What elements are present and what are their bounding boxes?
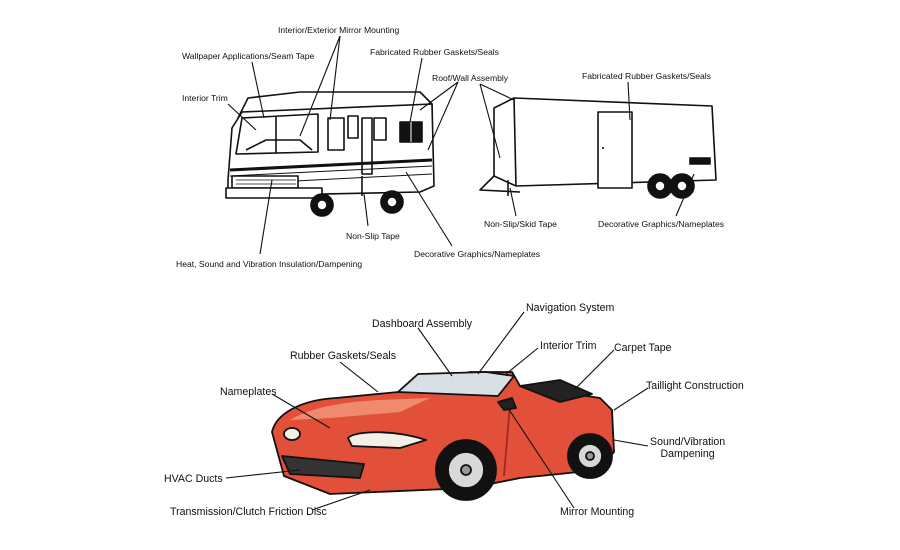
label-rv-mirror-mounting: Interior/Exterior Mirror Mounting [278,25,400,35]
label-car-carpet-tape: Carpet Tape [614,342,672,354]
convertible-car-illustration [271,371,615,501]
label-car-mirror-mounting: Mirror Mounting [560,506,635,518]
label-rv-rubber-gaskets: Fabricated Rubber Gaskets/Seals [370,47,499,57]
label-rv-roof-wall: Roof/Wall Assembly [432,73,509,83]
label-trailer-decorative-graphics: Decorative Graphics/Nameplates [598,219,725,229]
label-car-navigation: Navigation System [526,302,615,314]
label-car-sound-line2: Dampening [660,448,715,461]
label-rv-insulation: Heat, Sound and Vibration Insulation/Dam… [176,259,363,269]
cargo-trailer-illustration [479,97,717,199]
label-car-sound-line1: Sound/Vibration [650,436,726,448]
label-trailer-rubber-gaskets: Fabricated Rubber Gaskets/Seals [582,71,711,81]
car-leader-lines [225,311,649,511]
label-car-rubber-gaskets: Rubber Gaskets/Seals [290,350,396,362]
trailer-leader-lines [479,81,695,217]
label-car-taillight: Taillight Construction [646,380,744,392]
label-rv-wallpaper: Wallpaper Applications/Seam Tape [182,51,315,61]
label-car-transmission: Transmission/Clutch Friction Disc [170,506,327,518]
label-car-hvac: HVAC Ducts [164,473,223,485]
label-car-sound-dampening: Sound/Vibration Dampening [650,436,725,460]
label-car-dashboard: Dashboard Assembly [372,318,473,330]
label-car-interior-trim: Interior Trim [540,340,597,352]
label-rv-non-slip: Non-Slip Tape [346,231,400,241]
label-rv-interior-trim: Interior Trim [182,93,228,103]
label-car-nameplates: Nameplates [220,386,277,398]
motorhome-leader-lines [227,35,459,255]
label-rv-decorative-graphics: Decorative Graphics/Nameplates [414,249,541,259]
motorhome-illustration [225,91,435,217]
label-trailer-skid-tape: Non-Slip/Skid Tape [484,219,557,229]
